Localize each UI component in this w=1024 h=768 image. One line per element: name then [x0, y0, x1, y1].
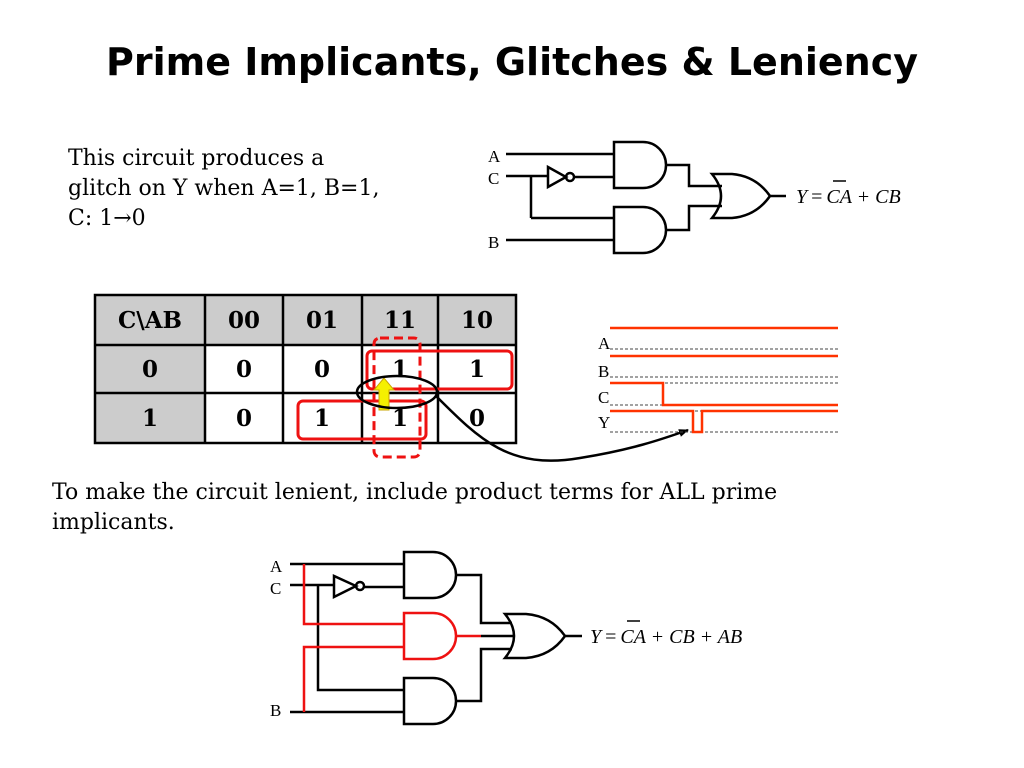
- transition-arrow-icon: [372, 377, 396, 411]
- circuit1-input-b-label: B: [488, 233, 499, 252]
- wire-and3-to-or: [456, 647, 512, 703]
- kmap-cell: 1: [314, 405, 330, 432]
- kmap-group-ab-dashed: [372, 336, 422, 459]
- kmap-group-cbar-a: [365, 349, 514, 391]
- wire-and2-to-or: [666, 204, 722, 232]
- inverter-icon: [332, 574, 366, 600]
- intro-line-3: C: 1→0: [68, 206, 146, 231]
- intro-text: This circuit produces a glitch on Y when…: [68, 144, 468, 234]
- and-gate-icon: [612, 205, 668, 255]
- kmap-cell: 0: [469, 405, 485, 432]
- and-gate-icon: [612, 140, 668, 190]
- circuit1-input-a-label: A: [488, 147, 501, 166]
- kmap-border: [93, 293, 518, 445]
- and-gate-icon: [402, 676, 458, 726]
- kmap-row-header: 1: [142, 405, 158, 432]
- timing-label-c: C: [598, 388, 609, 407]
- or-gate-icon: [502, 612, 567, 660]
- wire-a-to-ab: [302, 564, 404, 626]
- kmap-cell: 0: [314, 356, 330, 383]
- kmap-cell: 0: [236, 356, 252, 383]
- lenient-line-1: To make the circuit lenient, include pro…: [52, 480, 778, 505]
- circuit1-equation: Y=CA + CB: [796, 186, 901, 208]
- intro-line-1: This circuit produces a: [68, 146, 325, 171]
- kmap-cell: 1: [392, 405, 408, 432]
- intro-line-2: glitch on Y when A=1, B=1,: [68, 176, 380, 201]
- kmap-row-header: 0: [142, 356, 158, 383]
- kmap-header-row-bg: [95, 295, 516, 345]
- wire-c-branch: [316, 585, 404, 692]
- timing-label-a: A: [598, 334, 611, 353]
- glitch-highlight-ellipse: [355, 374, 439, 410]
- lenient-text: To make the circuit lenient, include pro…: [52, 478, 992, 538]
- kmap-cell: 1: [392, 356, 408, 383]
- circuit1-input-c-label: C: [488, 169, 499, 188]
- and-gate-icon: [402, 550, 458, 600]
- kmap-cell: 1: [469, 356, 485, 383]
- timing-label-b: B: [598, 362, 609, 381]
- kmap-cell: 0: [236, 405, 252, 432]
- kmap-col-header: 10: [461, 307, 493, 334]
- slide-title: Prime Implicants, Glitches & Leniency: [105, 40, 919, 84]
- circuit-original: A C B Y=CA + CB: [488, 140, 901, 255]
- wire-and1-to-or: [456, 573, 512, 625]
- kmap-col-header: 11: [384, 307, 416, 334]
- callout-arrow-icon: [435, 395, 689, 462]
- circuit2-input-a-label: A: [270, 557, 283, 576]
- karnaugh-map: C\AB 00 01 11 10 0 1 0 0 1 1 0 1 1 0: [93, 293, 689, 462]
- circuit-lenient: A C B Y=CA + CB + AB: [270, 550, 742, 726]
- and-gate-ab-icon: [402, 611, 458, 661]
- waveform-c: [610, 381, 838, 407]
- waveform-y: [610, 409, 838, 434]
- wire-and1-to-or: [666, 163, 722, 188]
- circuit2-equation: Y=CA + CB + AB: [590, 626, 742, 648]
- kmap-col-header: 00: [228, 307, 260, 334]
- circuit2-input-c-label: C: [270, 579, 281, 598]
- kmap-col-header: 01: [306, 307, 338, 334]
- timing-label-y: Y: [598, 413, 610, 432]
- lenient-line-2: implicants.: [52, 510, 175, 535]
- timing-diagram: A B C Y: [598, 326, 838, 434]
- or-gate-icon: [709, 172, 772, 220]
- circuit2-input-b-label: B: [270, 701, 281, 720]
- inverter-icon: [546, 164, 576, 190]
- wire-b-to-ab: [302, 645, 404, 712]
- kmap-corner-label: C\AB: [118, 307, 182, 334]
